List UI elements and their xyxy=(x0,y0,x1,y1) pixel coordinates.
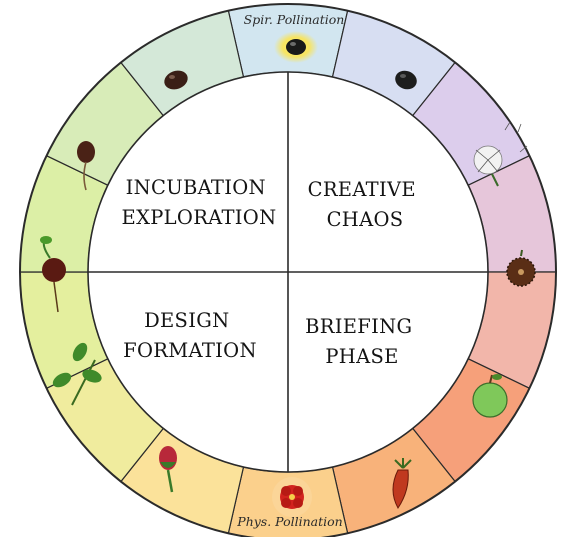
quadrant-top-right-label: CREATIVE CHAOS xyxy=(308,178,423,231)
physical-pollination-label: Phys. Pollination xyxy=(236,514,342,529)
quadrant-bottom-right-label: BRIEFING PHASE xyxy=(305,315,419,368)
seed-glow-icon xyxy=(274,31,318,63)
quadrant-bottom-left-label: DESIGN FORMATION xyxy=(123,309,257,362)
chestnut-icon xyxy=(506,249,536,287)
sprout-icon xyxy=(77,141,95,191)
quadrant-top-left-label: INCUBATION EXPLORATION xyxy=(122,176,277,229)
spiritual-pollination-label: Spir. Pollination xyxy=(244,12,345,27)
flower-icon xyxy=(272,477,312,517)
seedling-icon xyxy=(40,236,66,313)
apple-icon xyxy=(472,374,508,418)
outer-border xyxy=(19,3,557,537)
leaves-icon xyxy=(52,342,102,406)
dandelion-icon xyxy=(473,121,528,187)
rosehip-icon xyxy=(392,458,412,509)
bud-icon xyxy=(159,446,177,493)
seed-icon xyxy=(395,70,417,90)
bean-icon xyxy=(164,70,188,90)
